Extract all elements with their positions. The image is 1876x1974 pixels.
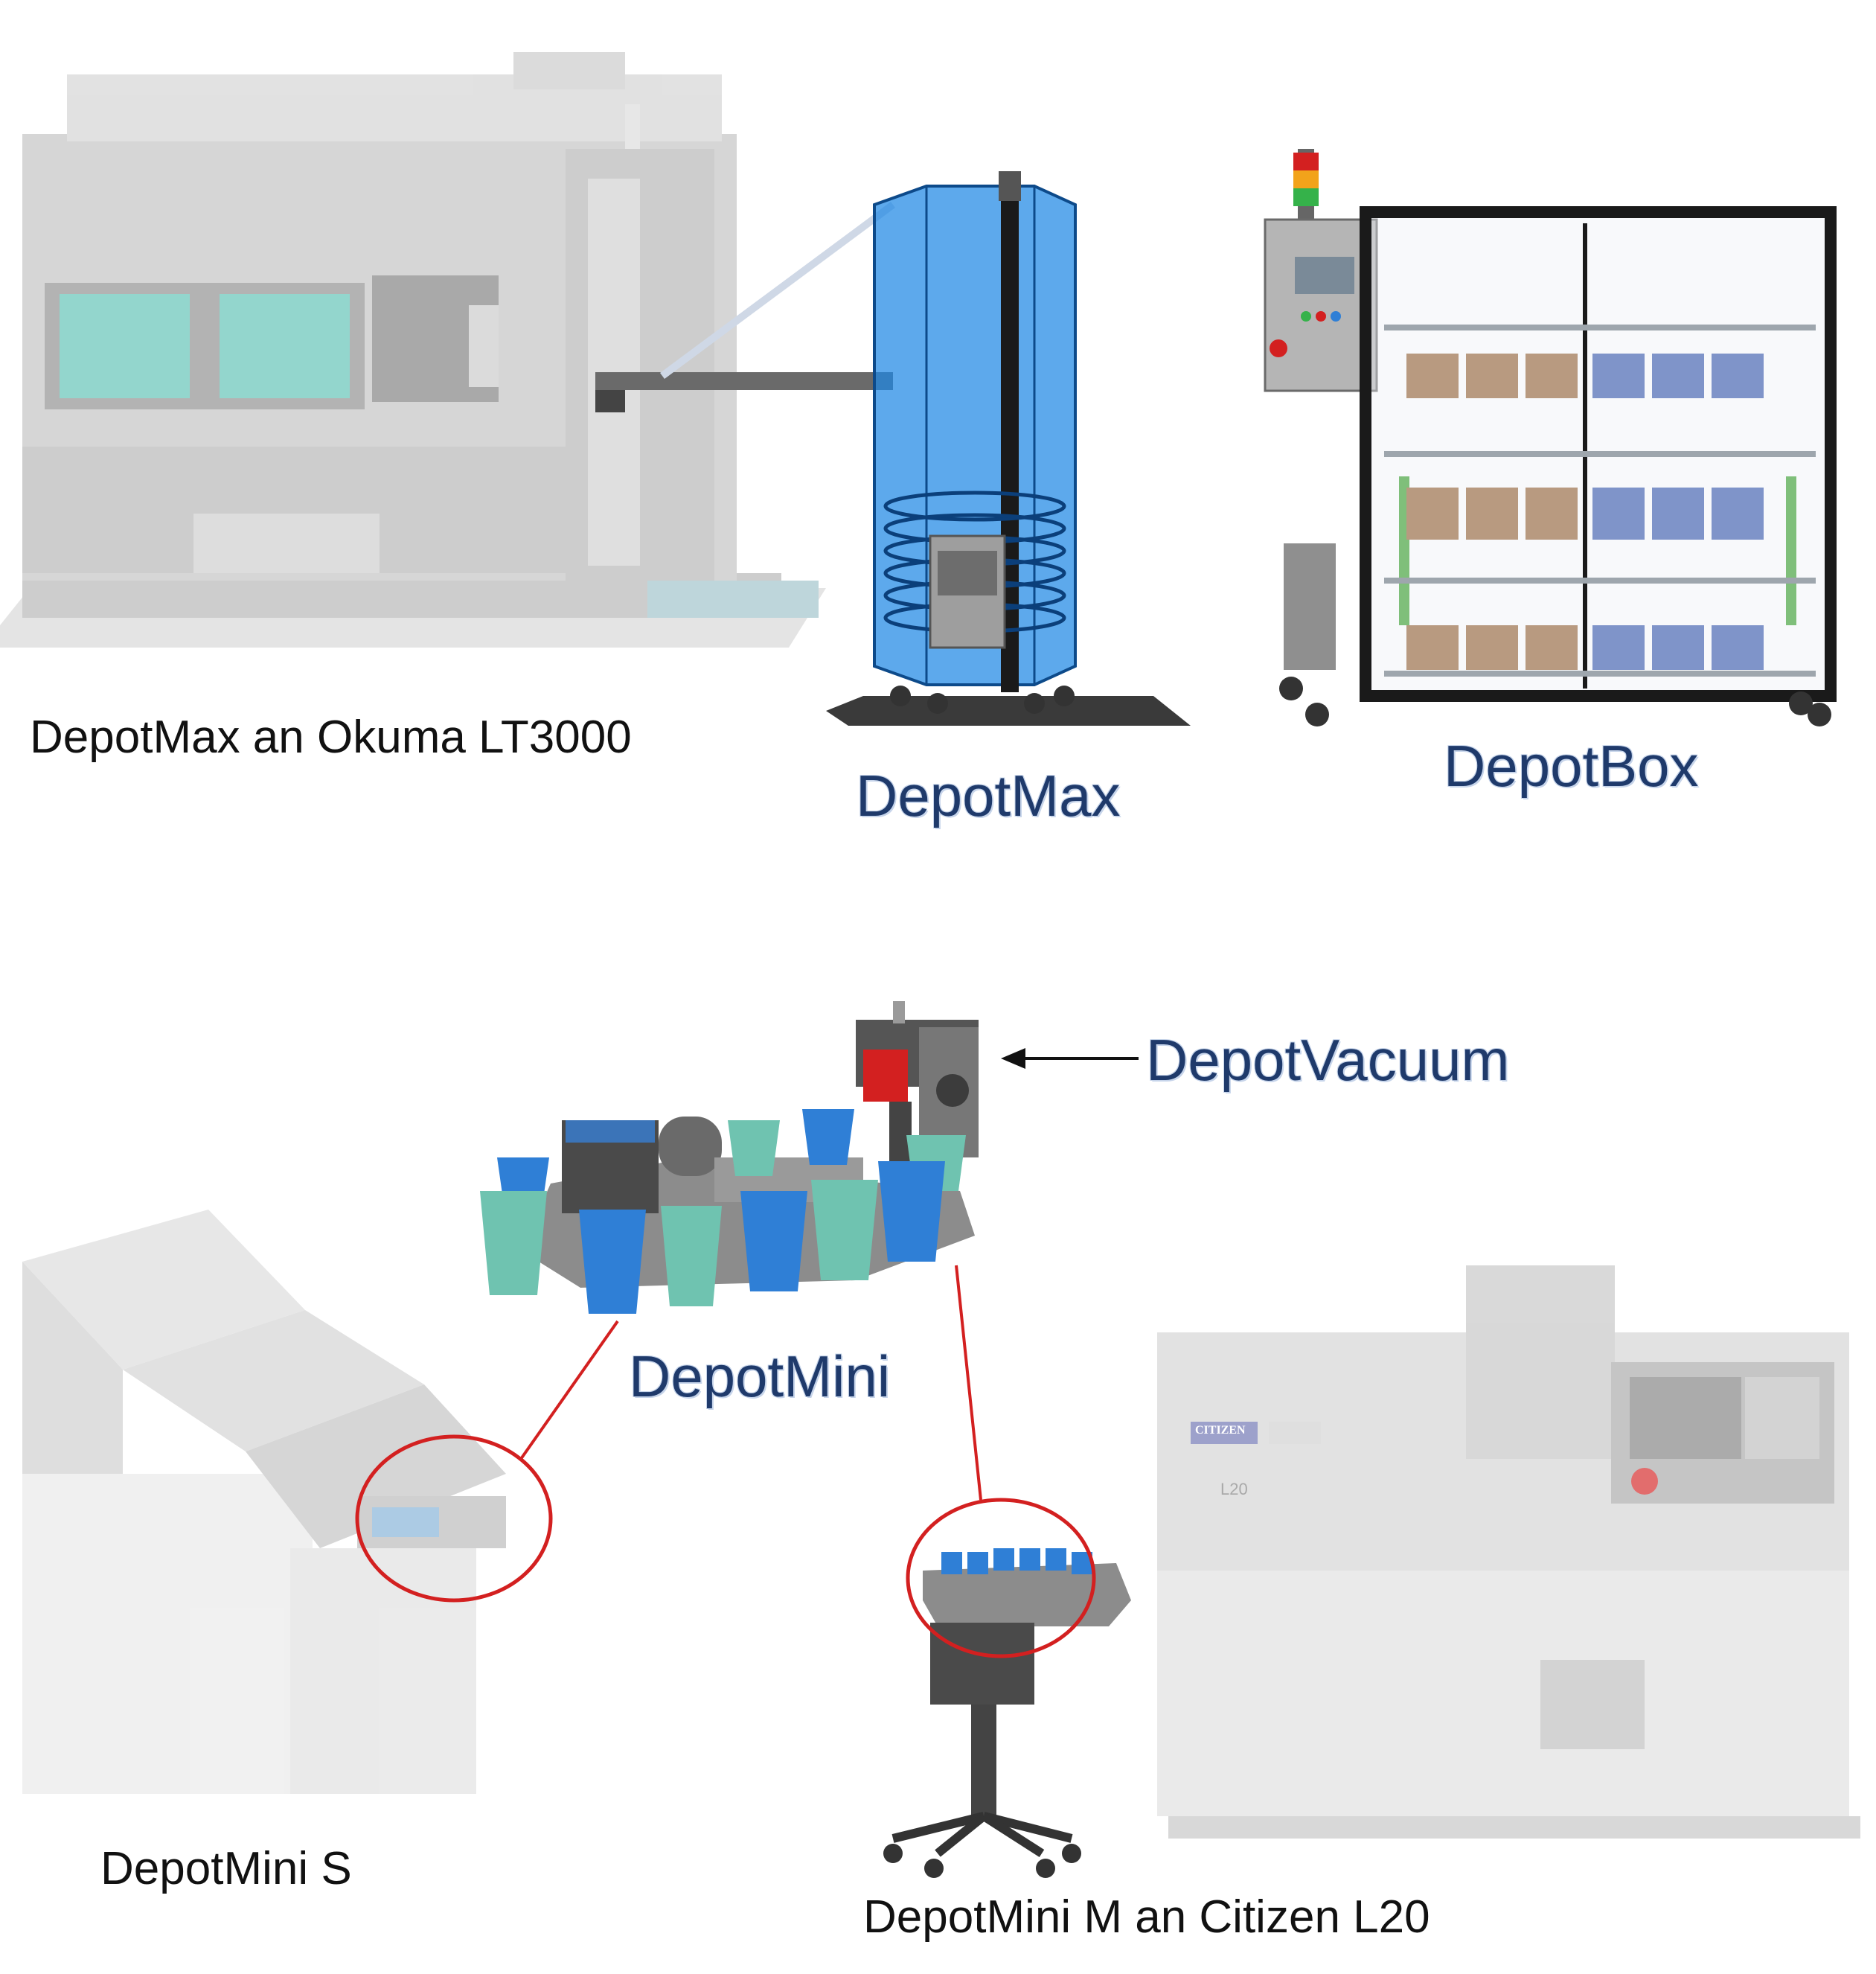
depotmini-m-machine-caption: DepotMini M an Citizen L20 [863, 1891, 1430, 1943]
depotmini-carousel [480, 1109, 975, 1314]
depotmini-m-callout [906, 1265, 1096, 1658]
depotvacuum-pointer-arrow [1001, 1048, 1139, 1069]
depotmax-unit [826, 171, 1191, 726]
depotbox-unit [1264, 149, 1837, 726]
citizen-model-text: L20 [1220, 1480, 1248, 1498]
depotmax-caption: DepotMax [856, 763, 1121, 828]
depotvacuum-caption: DepotVacuum [1146, 1027, 1510, 1093]
depotmax-gantry-arm [595, 201, 895, 412]
citizen-badge-text: CITIZEN [1195, 1424, 1246, 1437]
depotmini-s-caption: DepotMini S [100, 1843, 352, 1894]
depotmini-s-machine [22, 1210, 506, 1794]
citizen-l20-machine [1157, 1265, 1860, 1839]
depotmini-s-callout [355, 1320, 619, 1603]
depotmini-m-unit [883, 1548, 1131, 1878]
depotmini-caption: DepotMini [629, 1344, 891, 1409]
depotbox-caption: DepotBox [1444, 733, 1699, 799]
depotmax-machine-caption: DepotMax an Okuma LT3000 [30, 712, 632, 763]
